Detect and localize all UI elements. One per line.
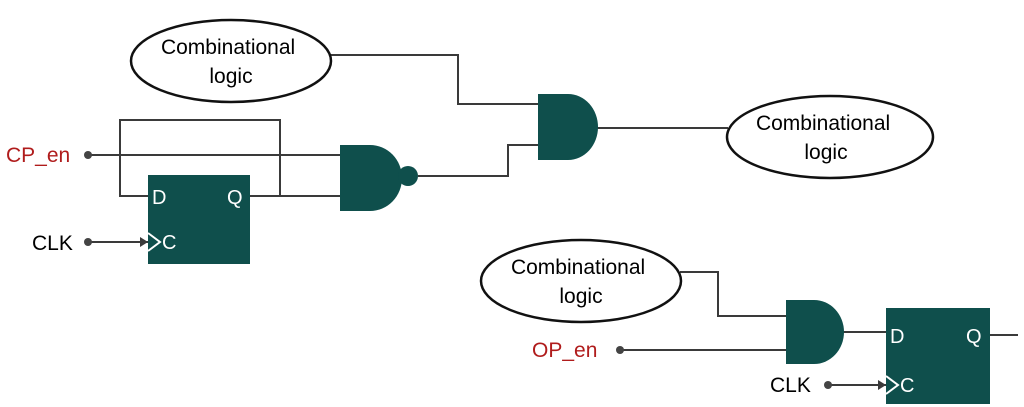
flip-flop-1: D Q C: [147, 175, 250, 264]
terminal-op-en: [616, 346, 624, 354]
and-gate-top: [538, 94, 598, 160]
terminal-clk2: [824, 381, 832, 389]
ff2-pin-c: C: [900, 375, 914, 397]
block-label-top: Combinational logic: [161, 36, 301, 88]
nand-gate: [340, 145, 418, 211]
block-label-bottom: Combinational logic: [511, 256, 651, 308]
arrow-clk1: [140, 237, 148, 247]
terminal-clk1: [84, 238, 92, 246]
wire-nand-to-and1: [418, 144, 540, 177]
signal-label-op-en: OP_en: [532, 339, 597, 362]
wire-feedback-loop: [119, 119, 281, 197]
signal-label-cp-en: CP_en: [6, 144, 70, 167]
block-combinational-logic-right: Combinational logic: [725, 94, 935, 180]
wire-cloud3-to-and2: [680, 271, 786, 317]
ff1-pin-q: Q: [227, 187, 243, 209]
block-label-right: Combinational logic: [756, 112, 896, 164]
flip-flop-2: D Q C: [885, 308, 990, 404]
signal-label-clk1: CLK: [32, 232, 73, 255]
nand-bubble: [398, 166, 418, 186]
and-gate-bottom: [786, 300, 844, 364]
terminal-cp-en: [84, 151, 92, 159]
arrow-clk2: [878, 380, 886, 390]
ff1-pin-d: D: [152, 187, 166, 209]
ff1-pin-c: C: [162, 232, 176, 254]
ff2-pin-d: D: [890, 326, 904, 348]
block-combinational-logic-top: Combinational logic: [129, 18, 333, 104]
ff2-pin-q: Q: [966, 326, 982, 348]
wires: [88, 54, 1018, 386]
block-combinational-logic-bottom: Combinational logic: [479, 238, 683, 324]
wire-cloud1-to-and1: [330, 54, 540, 105]
signal-label-clk2: CLK: [770, 374, 811, 397]
